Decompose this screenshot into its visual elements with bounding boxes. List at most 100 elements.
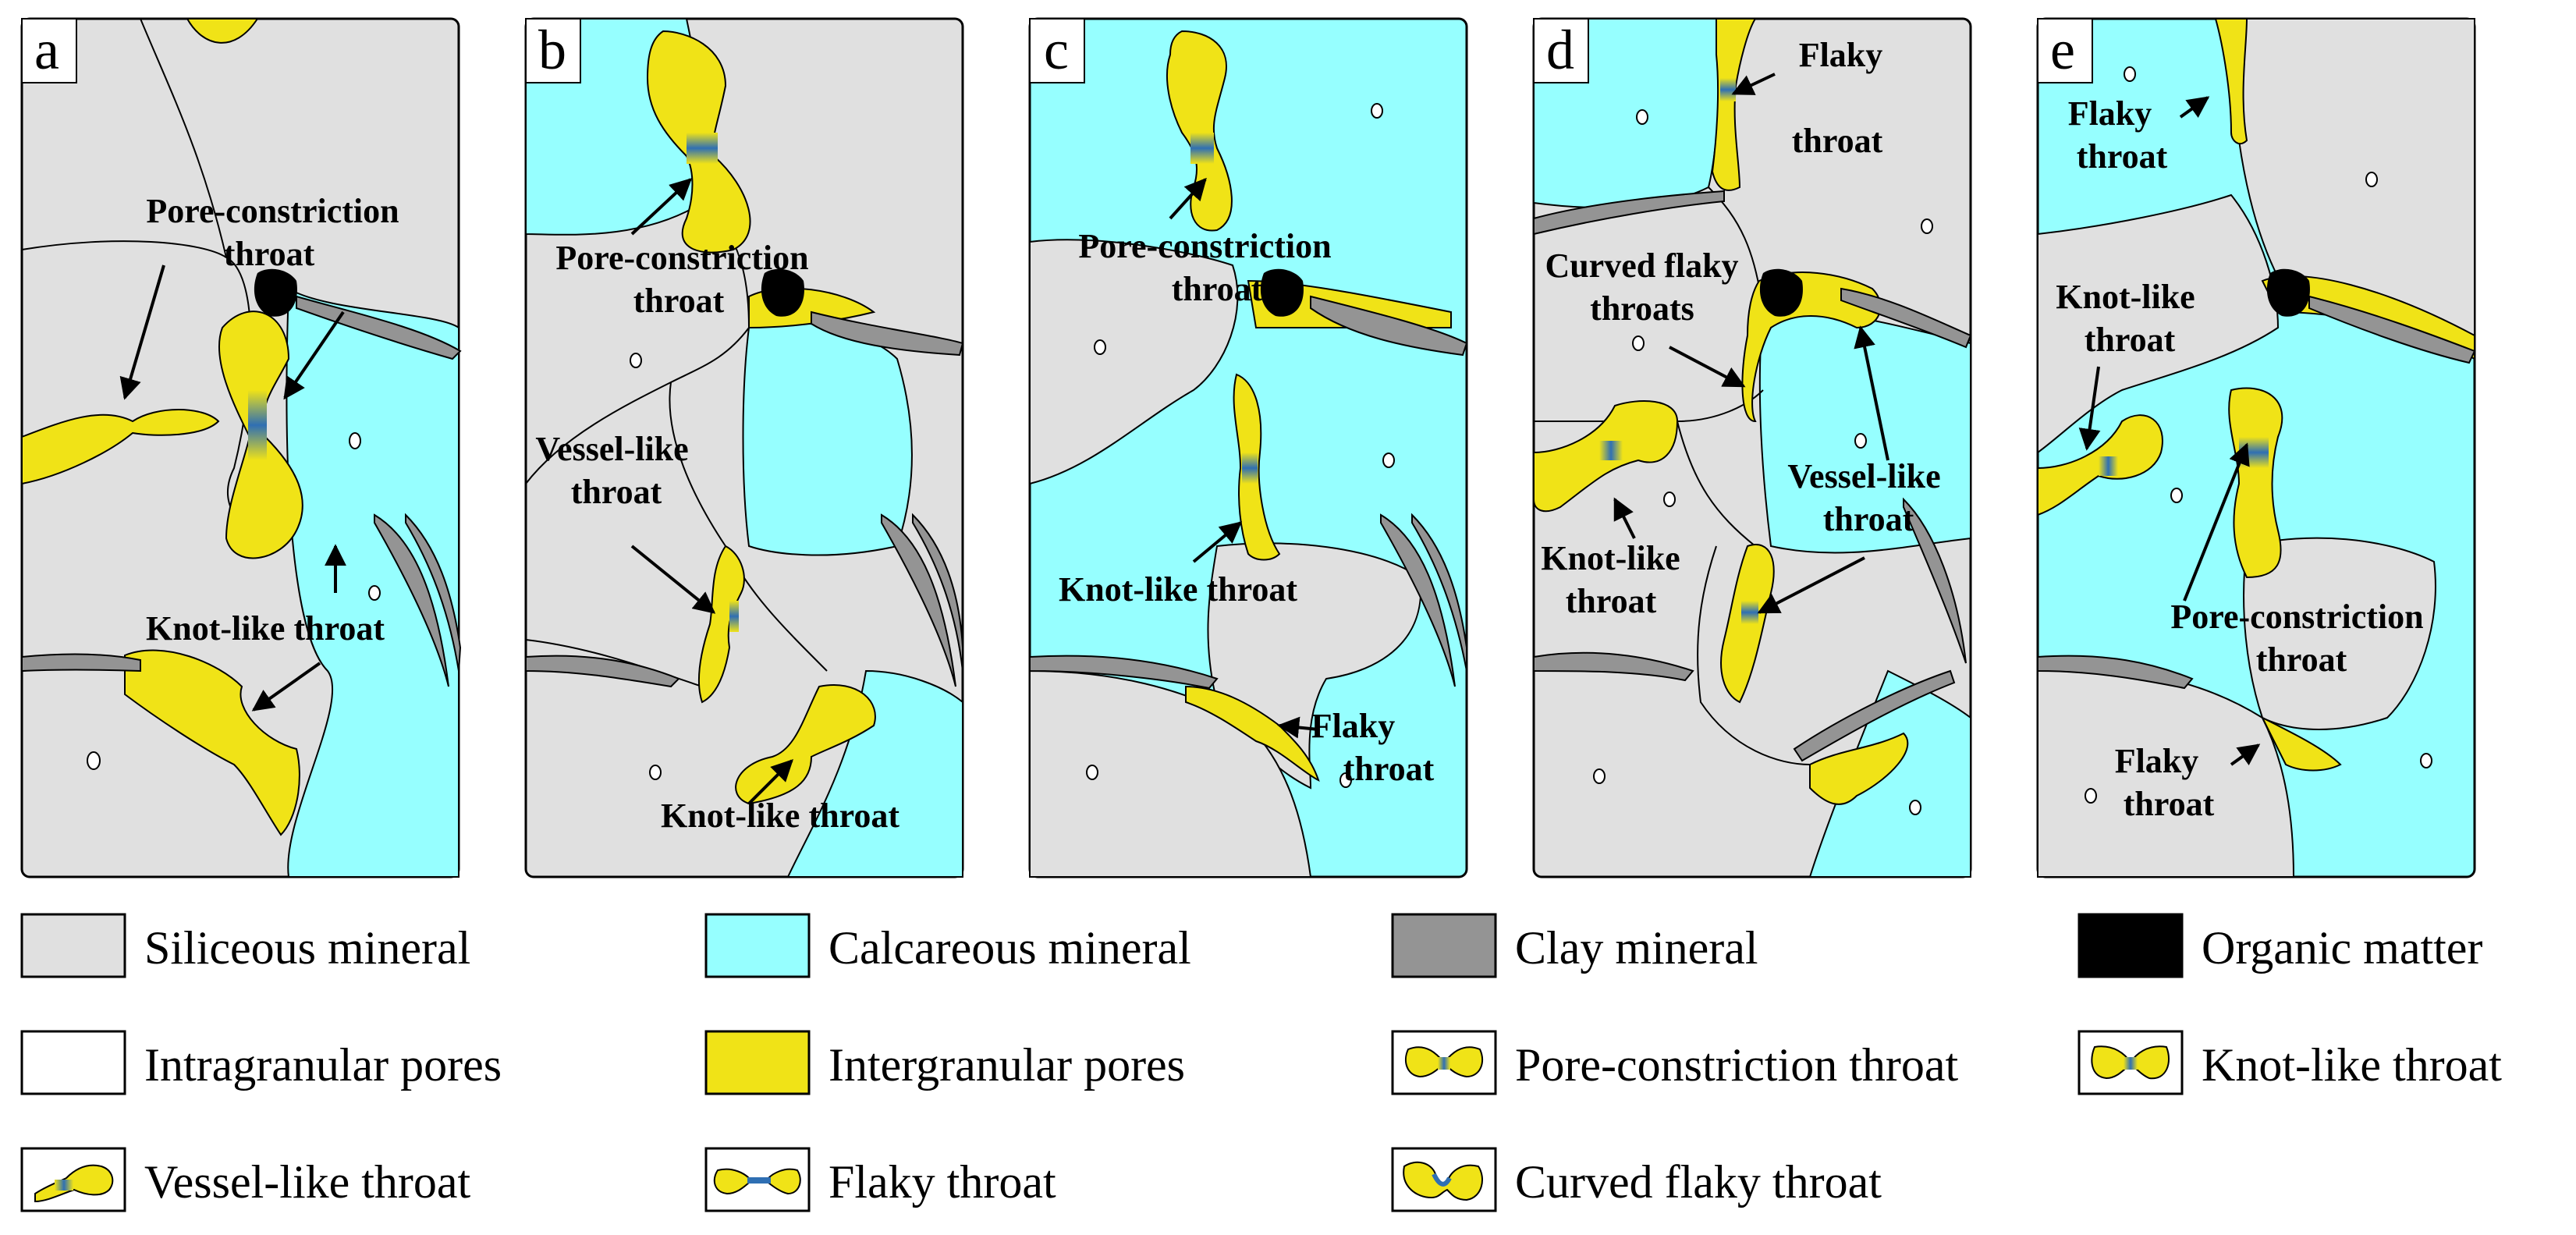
panel-letter: b xyxy=(538,19,566,81)
vessel-like-icon xyxy=(20,1147,126,1212)
intragranular-pore xyxy=(1921,218,1933,234)
label-flaky: Flaky throat xyxy=(1792,36,1892,160)
label-knot-like: Knot-like throat xyxy=(1541,539,1688,620)
intergranular-pore xyxy=(2260,715,2342,772)
intergranular-pore xyxy=(124,649,300,836)
legend-swatch-organic xyxy=(2077,913,2184,978)
intragranular-pore xyxy=(368,585,381,601)
legend-label: Calcareous mineral xyxy=(829,922,1191,974)
intergranular-pore xyxy=(1711,18,1757,191)
intragranular-pore xyxy=(630,353,642,368)
intragranular-pore xyxy=(1663,492,1676,507)
intragranular-pore xyxy=(649,765,662,780)
clay-mineral xyxy=(1840,287,1972,349)
clay-mineral xyxy=(1411,513,1467,672)
calcareous-grain xyxy=(286,287,459,878)
intergranular-pore xyxy=(1185,685,1320,782)
panel-letter: c xyxy=(1044,19,1069,81)
clay-mineral xyxy=(405,513,462,672)
flaky-icon xyxy=(704,1147,811,1212)
organic-matter xyxy=(254,268,297,317)
legend-swatch-intragranular xyxy=(20,1030,126,1095)
knot-like-icon xyxy=(2077,1030,2184,1095)
intergranular-pore xyxy=(186,18,259,44)
panel-letter: d xyxy=(1546,19,1574,81)
intragranular-pore xyxy=(1854,433,1867,449)
organic-matter xyxy=(1260,268,1304,317)
intragranular-pore xyxy=(1382,452,1395,468)
label-pore-constriction: Pore-constriction throat xyxy=(555,239,817,320)
label-pore-constriction: Pore-constriction throat xyxy=(146,192,407,273)
clay-mineral xyxy=(1533,651,1694,682)
intragranular-pore xyxy=(1632,335,1645,351)
organic-matter xyxy=(1759,268,1803,317)
label-knot-like: Knot-like throat xyxy=(661,797,899,835)
label-knot-like: Knot-like throat xyxy=(146,609,385,648)
intragranular-pore xyxy=(1593,768,1606,784)
intergranular-pore xyxy=(2214,18,2248,145)
legend-label: Curved flaky throat xyxy=(1515,1156,1882,1208)
intragranular-pore xyxy=(1094,339,1106,355)
organic-matter xyxy=(761,268,804,317)
intergranular-pore xyxy=(2228,387,2283,579)
label-flaky-lower: Flaky throat xyxy=(2115,742,2215,823)
intragranular-pore xyxy=(2365,172,2378,187)
label-flaky: Flaky throat xyxy=(1311,707,1435,788)
legend-swatch-siliceous xyxy=(20,913,126,978)
intragranular-pore xyxy=(1371,103,1383,119)
legend-swatch-clay xyxy=(1391,913,1497,978)
clay-mineral xyxy=(1029,655,1219,690)
clay-mineral xyxy=(1380,513,1456,687)
legend-swatch-calcareous xyxy=(704,913,811,978)
clay-mineral xyxy=(1793,669,1956,762)
label-pore-constriction: Pore-constriction throat xyxy=(1078,227,1339,308)
label-curved-flaky: Curved flaky throats xyxy=(1545,247,1747,328)
intergranular-pore xyxy=(21,409,220,485)
label-pore-constriction: Pore-constriction throat xyxy=(2170,598,2432,679)
intragranular-pore xyxy=(1636,109,1648,125)
intergranular-pore xyxy=(1809,732,1909,805)
intragranular-pore xyxy=(349,432,361,449)
legend-label: Knot-like throat xyxy=(2202,1039,2502,1091)
label-knot-like: Knot-like throat xyxy=(2056,278,2203,359)
intragranular-pore xyxy=(2124,66,2136,82)
legend-label: Siliceous mineral xyxy=(144,922,470,974)
legend-label: Intergranular pores xyxy=(829,1039,1185,1091)
label-flaky: Flaky throat xyxy=(2068,94,2168,176)
siliceous-grain xyxy=(1029,239,1239,485)
clay-mineral xyxy=(525,655,680,688)
panel-c: c Pore-constriction throat Knot-like thr… xyxy=(1028,17,1468,878)
clay-mineral xyxy=(881,513,956,687)
legend-label: Intragranular pores xyxy=(144,1039,502,1091)
panel-a: a Pore-constriction throat Knot-like thr… xyxy=(20,17,462,878)
intergranular-pore xyxy=(1166,30,1233,232)
intragranular-pore xyxy=(1909,800,1921,815)
clay-mineral xyxy=(296,295,462,360)
clay-mineral xyxy=(2308,295,2476,364)
organic-matter xyxy=(2266,268,2310,317)
legend-label: Vessel-like throat xyxy=(144,1156,471,1208)
legend-label: Organic matter xyxy=(2202,922,2482,974)
legend-label: Clay mineral xyxy=(1515,922,1758,974)
legend-label: Flaky throat xyxy=(829,1156,1056,1208)
clay-mineral xyxy=(21,653,141,673)
clay-mineral xyxy=(811,311,964,357)
curved-flaky-icon xyxy=(1391,1147,1497,1212)
label-vessel-like: Vessel-like throat xyxy=(535,430,697,511)
clay-mineral xyxy=(1903,497,1967,664)
intragranular-pore xyxy=(1339,772,1352,788)
siliceous-grain xyxy=(2037,193,2280,454)
siliceous-grain xyxy=(2243,537,2436,730)
clay-mineral xyxy=(1310,295,1468,357)
clay-mineral xyxy=(374,513,449,687)
panel-d: d Flaky throat Curved flaky throats Vess… xyxy=(1532,17,1972,878)
clay-mineral xyxy=(2037,655,2194,690)
legend-swatch-intergranular xyxy=(704,1030,811,1095)
legend: Siliceous mineral Calcareous mineral Cla… xyxy=(20,913,2502,1212)
panel-b: b Pore-constriction throat Vessel-like t… xyxy=(524,17,964,878)
intragranular-pore xyxy=(2420,753,2432,768)
panel-letter: e xyxy=(2050,19,2075,81)
legend-label: Pore-constriction throat xyxy=(1515,1039,1959,1091)
intragranular-pore xyxy=(2085,788,2097,804)
calcareous-grain xyxy=(786,669,963,878)
